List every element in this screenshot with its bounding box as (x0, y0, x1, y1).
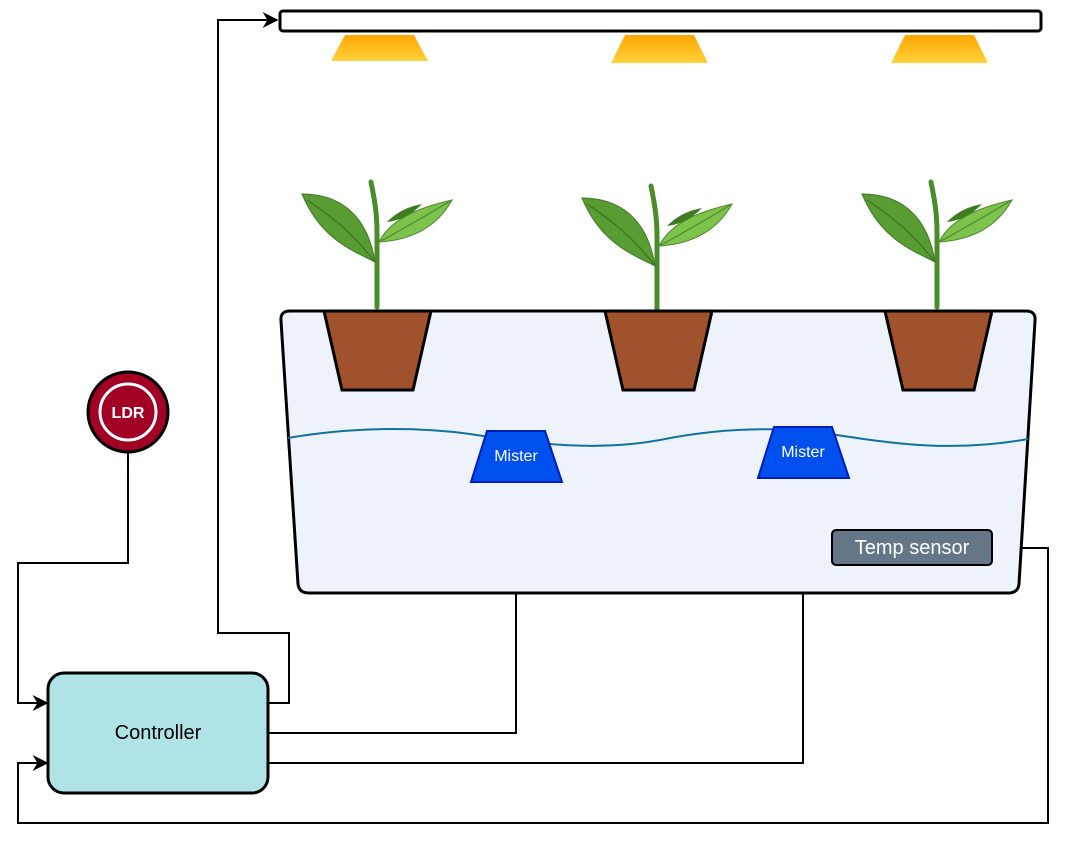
mister-1: Mister (469, 430, 564, 483)
mister-2-label: Mister (781, 444, 825, 461)
ldr-label: LDR (112, 405, 145, 422)
lamp-light-1 (331, 35, 428, 61)
wire-ldr-to-controller (17, 452, 129, 711)
mister-2: Mister (756, 426, 851, 479)
wire-controller-to-lamp (217, 12, 290, 704)
wire-temp-sensor-to-controller (17, 547, 1049, 824)
lamp-light-3 (891, 35, 988, 63)
controller-label: Controller (115, 722, 202, 744)
grow-lamp-icon (278, 9, 1043, 63)
pot-icon (883, 309, 994, 392)
water-tank (279, 309, 1037, 595)
ldr-sensor-icon: LDR (86, 370, 170, 454)
mister-1-label: Mister (494, 448, 538, 465)
controller: Controller (46, 671, 270, 795)
temp-sensor-label: Temp sensor (855, 537, 970, 559)
plant-icon (582, 186, 732, 311)
pot-icon (603, 309, 714, 392)
plant-icon (302, 182, 452, 307)
water-level-line (287, 428, 1029, 447)
plant-icon (862, 182, 1012, 307)
lamp-light-2 (611, 35, 708, 63)
pot-icon (322, 309, 433, 392)
temp-sensor: Temp sensor (831, 529, 993, 566)
